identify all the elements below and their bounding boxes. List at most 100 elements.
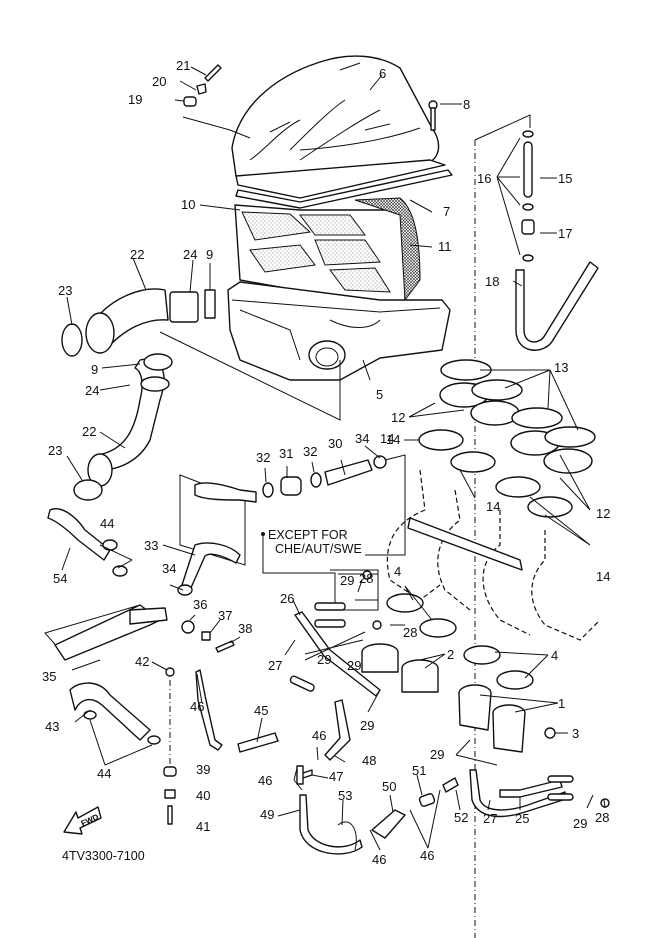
clamp-4d: [496, 670, 534, 690]
valve-31: [280, 476, 302, 496]
callout-28c: 28: [595, 810, 609, 825]
hose-segment: [547, 793, 574, 801]
joints-1: [458, 684, 526, 753]
hose-45: [237, 732, 279, 753]
clamp-44d: [147, 735, 161, 745]
intake-duct-22b: [97, 358, 165, 471]
callout-23a: 23: [58, 283, 72, 298]
callout-50: 50: [382, 779, 396, 794]
callout-22b: 22: [82, 424, 96, 439]
grommet-39: [163, 766, 177, 777]
bracket: [129, 607, 168, 625]
callout-8: 8: [463, 97, 470, 112]
hose-33: [181, 542, 241, 591]
callout-46e: 46: [420, 848, 434, 863]
callout-12b: 12: [596, 506, 610, 521]
callout-29b: 29: [317, 652, 331, 667]
callout-37: 37: [218, 608, 232, 623]
collar-20: [196, 83, 207, 95]
clamp-4b: [419, 618, 457, 638]
callout-52: 52: [454, 810, 468, 825]
joint-47: [296, 765, 313, 785]
hose-segment: [289, 675, 315, 692]
clamp-44c: [83, 710, 97, 720]
callout-51: 51: [412, 763, 426, 778]
callout-48: 48: [362, 753, 376, 768]
callout-6: 6: [379, 66, 386, 81]
leader-lines: [61, 66, 606, 851]
callout-45: 45: [254, 703, 268, 718]
callout-46a: 46: [190, 699, 204, 714]
nut-42: [165, 667, 175, 677]
grommet-19: [183, 96, 197, 107]
collar-37: [201, 631, 211, 641]
grommet-36: [181, 620, 195, 634]
bolt-41: [167, 805, 173, 825]
callout-2: 2: [447, 647, 454, 662]
joints-2: [361, 643, 439, 693]
callout-40: 40: [196, 788, 210, 803]
callout-16: 16: [477, 171, 491, 186]
callout-21: 21: [176, 58, 190, 73]
callout-3: 3: [572, 726, 579, 741]
callout-19: 19: [128, 92, 142, 107]
callout-7: 7: [443, 204, 450, 219]
callout-46b: 46: [312, 728, 326, 743]
callout-24a: 24: [183, 247, 197, 262]
hose-46-line: [195, 669, 223, 751]
callout-13: 13: [554, 360, 568, 375]
air-filter-element: [234, 197, 421, 306]
air-box-case: [227, 281, 451, 381]
clip-53: [337, 821, 357, 851]
callout-33: 33: [144, 538, 158, 553]
callout-22a: 22: [130, 247, 144, 262]
callout-17: 17: [558, 226, 572, 241]
clamp-23a: [61, 323, 83, 357]
hose-segment: [547, 775, 574, 783]
clamp-34b: [177, 584, 193, 596]
callout-42: 42: [135, 654, 149, 669]
bolt-8: [428, 100, 438, 131]
bolt-21: [204, 64, 222, 82]
callout-14c: 14: [596, 569, 610, 584]
callout-30: 30: [328, 436, 342, 451]
callout-labels: 21 20 19 6 8 7 10 11 5 22 24 9 23 9 24 2…: [42, 58, 610, 867]
callout-29e: 29: [430, 747, 444, 762]
callout-34b: 34: [162, 561, 176, 576]
clamp-44a: [102, 539, 118, 551]
callout-24b: 24: [85, 383, 99, 398]
carb-joints: [418, 359, 596, 518]
seal-9a: [204, 289, 216, 319]
callout-10: 10: [181, 197, 195, 212]
callout-27a: 27: [268, 658, 282, 673]
callout-12a: 12: [391, 410, 405, 425]
valve-17: [521, 219, 535, 235]
callout-29d: 29: [360, 718, 374, 733]
carburetor-outline: [386, 469, 601, 641]
bolt-38: [215, 640, 235, 653]
cap-28c: [372, 620, 382, 630]
callout-38: 38: [238, 621, 252, 636]
tube-15: [523, 141, 533, 198]
clamp-34a: [373, 455, 387, 469]
clip-16b: [522, 203, 534, 211]
callout-29c: 29: [347, 658, 361, 673]
callout-15: 15: [558, 171, 572, 186]
callout-35: 35: [42, 669, 56, 684]
callout-18: 18: [485, 274, 499, 289]
callout-20: 20: [152, 74, 166, 89]
hose-segment: [314, 619, 346, 628]
callout-26: 26: [280, 591, 294, 606]
callout-47: 47: [329, 769, 343, 784]
callout-4a: 4: [394, 564, 401, 579]
callout-9b: 9: [91, 362, 98, 377]
pipe-51: [418, 793, 436, 807]
callout-31: 31: [279, 446, 293, 461]
callout-43: 43: [45, 719, 59, 734]
callout-53: 53: [338, 788, 352, 803]
cover-gasket: [235, 169, 453, 209]
o-ring-32a: [262, 482, 274, 498]
clamp-44b: [112, 565, 128, 577]
o-ring-32b: [310, 472, 322, 488]
